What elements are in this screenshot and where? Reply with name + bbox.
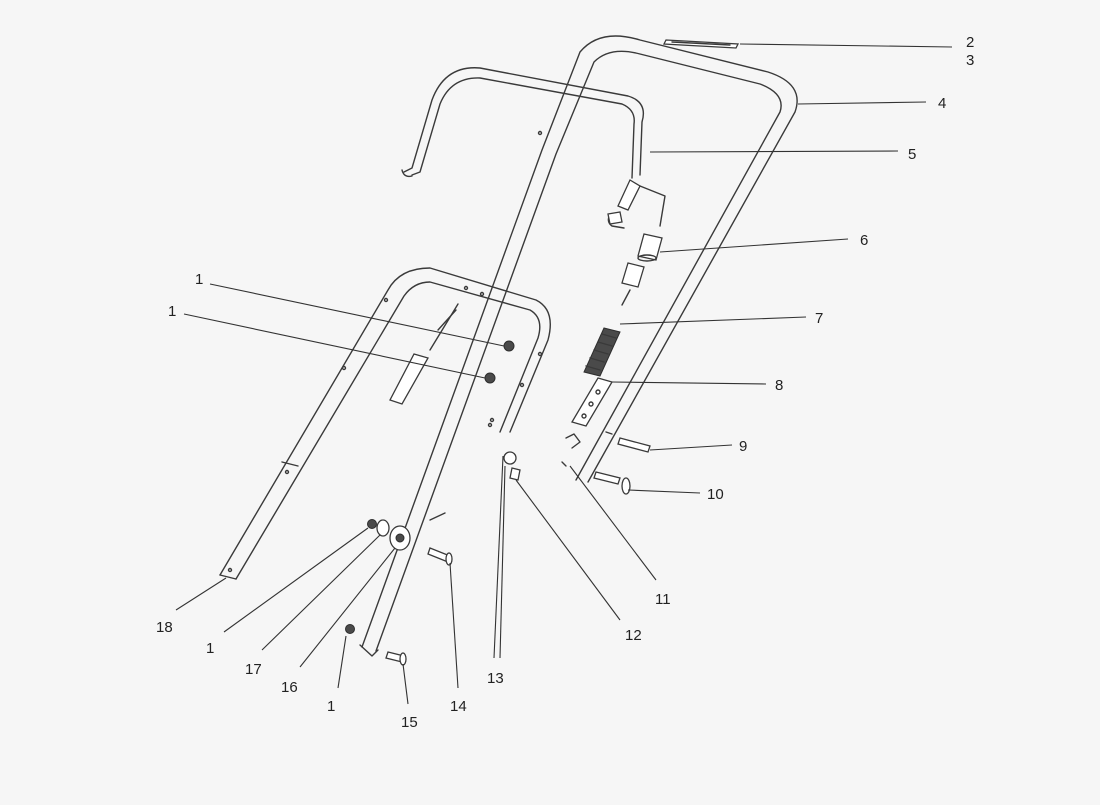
callout-2: 2 [966,34,974,51]
callout-10: 10 [707,486,724,503]
callout-labels: 1 1 2 3 4 5 6 7 8 9 10 11 12 13 14 15 16… [156,34,974,731]
callout-6: 6 [860,232,868,249]
leader-lines [175,43,953,705]
carriage-bolt [385,547,453,666]
callout-18: 18 [156,619,173,636]
control-bracket [607,179,666,229]
callout-1: 1 [327,698,335,715]
lower-handle [219,267,551,580]
adjustment-plate [571,377,613,427]
callout-11: 11 [655,591,671,608]
callout-14: 14 [450,698,467,715]
callout-7: 7 [815,310,823,327]
callout-5: 5 [908,146,916,163]
callout-1: 1 [195,271,203,288]
callout-3: 3 [966,52,974,69]
operator-bail [401,67,645,179]
callout-4: 4 [938,95,946,112]
callout-9: 9 [739,438,747,455]
washer-spacer [376,519,411,551]
hex-nut [345,340,515,634]
cable-cap [637,233,663,262]
callout-16: 16 [281,679,298,696]
callout-1: 1 [168,303,176,320]
control-spring [583,262,645,377]
callout-8: 8 [775,377,783,394]
knob-fastener [503,451,521,481]
callout-17: 17 [245,661,262,678]
pin-bolt [593,431,651,495]
cable-clip [561,433,581,467]
callout-13: 13 [487,670,504,687]
callout-1: 1 [206,640,214,657]
control-cable [389,303,459,405]
callout-15: 15 [401,714,418,731]
callout-12: 12 [625,627,642,644]
upper-handle [359,35,798,657]
handle-grip [662,39,740,49]
